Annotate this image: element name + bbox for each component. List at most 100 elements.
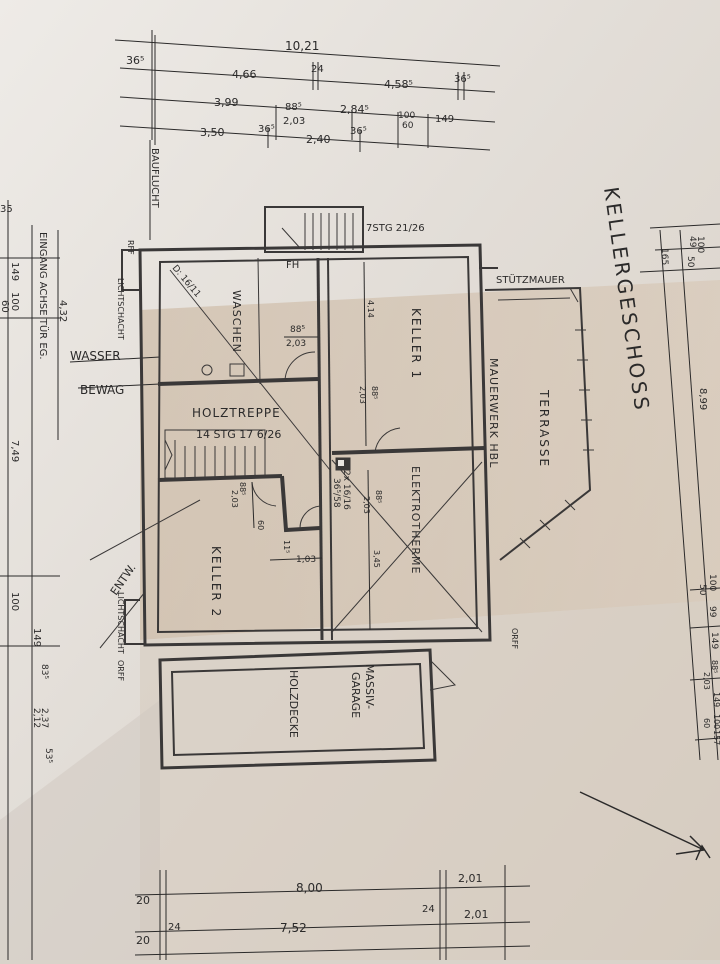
paper-edge-fold	[0, 700, 160, 960]
dim-bottom-2-01-b: 2,01	[464, 908, 489, 921]
dim-top-24: 24	[311, 64, 324, 75]
right-dimension-chains	[639, 223, 720, 761]
dim-left-53-5: 53⁵	[43, 748, 53, 763]
garage-outline	[158, 648, 457, 770]
dim-int-3-45: 3,45	[372, 550, 381, 568]
label-treppe-steps: 14 STG 17 6/26	[196, 428, 281, 441]
dim-int-88-5-b: 88⁵	[370, 386, 379, 399]
dim-right-165: 165	[659, 248, 669, 265]
dim-top-88-5: 88⁵	[285, 102, 302, 113]
label-bauflucht: BAUFLUCHT	[149, 148, 160, 209]
label-wasser: WASSER	[70, 349, 121, 363]
dim-bottom-24-b: 24	[422, 904, 435, 915]
room-diagonals	[89, 269, 483, 633]
label-bewag: BEWAG	[80, 383, 124, 397]
label-mauerwerk: MAUERWERK HBL	[487, 358, 500, 468]
label-eingang-achse: EINGANG ACHSE TÜR EG.	[37, 232, 50, 360]
dim-right-100: 100	[707, 574, 717, 591]
bottom-dimension-chains	[134, 865, 531, 960]
dim-fragment-top-left: 35	[0, 204, 13, 215]
dim-right-49: 49	[687, 236, 697, 248]
dim-bottom-8-00: 8,00	[296, 881, 323, 895]
dim-top-149: 149	[435, 114, 454, 125]
label-keller1: KELLER 1	[409, 308, 423, 380]
dim-int-88-5-c: 88⁵	[238, 482, 247, 495]
dim-int-2-03-c: 2,03	[230, 490, 239, 508]
terrasse-outline	[484, 286, 594, 561]
label-waschen: WASCHEN	[230, 290, 243, 353]
dim-left-7-49: 7,49	[9, 440, 20, 462]
holztreppe-stairs	[164, 429, 266, 479]
dim-right-157: 157	[712, 730, 720, 745]
dim-int-2x16: 2x 16/16	[341, 470, 351, 510]
dim-right-100-b: 100	[712, 714, 720, 729]
entrance-stair	[264, 206, 364, 253]
dim-bottom-2-01-a: 2,01	[458, 872, 483, 885]
dim-int-88-5-a: 88⁵	[290, 325, 305, 335]
utility-connection-lines	[69, 356, 161, 389]
dim-int-36-58: 36⁵/58	[331, 478, 341, 508]
lichtschacht-wells	[121, 249, 498, 645]
label-elektrotherme: ELEKTROTHERME	[409, 466, 422, 574]
label-holztreppe: HOLZTREPPE	[192, 406, 281, 420]
dim-bottom-24-a: 24	[168, 922, 181, 933]
label-rff-top: RFF	[126, 240, 135, 255]
label-terrasse: TERRASSE	[537, 389, 551, 468]
dim-right-99: 99	[707, 606, 717, 618]
dim-top-36-5-d: 36⁵	[350, 126, 367, 137]
dim-left-4-32: 4,32	[57, 300, 68, 322]
dim-right-50: 50	[697, 584, 707, 596]
left-dimension-chains	[0, 200, 60, 960]
dim-top-36-5-c: 36⁵	[258, 124, 275, 135]
dim-bottom-20-a: 20	[136, 894, 150, 907]
dim-top-60: 60	[402, 121, 414, 131]
dim-top-2-84-5: 2,84⁵	[340, 103, 369, 116]
dim-left-2-12: 2,12	[31, 708, 41, 728]
dim-int-11-5: 11⁵	[282, 540, 291, 553]
label-massivgarage-2: GARAGE	[349, 672, 362, 718]
north-arrow-icon	[579, 791, 711, 861]
utility-symbols	[201, 363, 351, 471]
label-massivgarage-1: MASSIV-	[363, 664, 376, 709]
dim-int-2-03-d: 2,03	[362, 496, 371, 514]
label-holzdecke: HOLZDECKE	[287, 670, 300, 738]
dim-bottom-7-52: 7,52	[280, 921, 307, 935]
dim-left-60: 60	[0, 300, 10, 313]
dim-left-149: 149	[9, 262, 20, 281]
dim-bottom-20-b: 20	[136, 934, 150, 947]
label-stuetzmauer: STÜTZMAUER	[496, 273, 565, 286]
dim-top-4-66: 4,66	[232, 68, 257, 81]
entw-arrow	[99, 591, 146, 649]
dim-right-100-top: 100	[695, 236, 705, 253]
label-fh: FH	[286, 260, 299, 271]
dim-right-8-99: 8,99	[697, 388, 708, 410]
interior-dim-lines	[251, 261, 371, 631]
dim-int-2-03-a: 2,03	[286, 339, 306, 349]
label-stg-top: 7STG 21/26	[366, 223, 425, 234]
dim-left-83-5: 83⁵	[39, 664, 49, 679]
dim-right-149: 149	[709, 632, 719, 649]
dim-right-88-5: 88⁵	[710, 660, 719, 673]
dim-top-2-40: 2,40	[306, 133, 331, 146]
top-dimension-chains	[114, 30, 501, 240]
dim-top-36-5-a: 36⁵	[126, 54, 144, 67]
dim-int-2-03-b: 2,03	[358, 386, 367, 404]
dim-right-60: 60	[702, 718, 711, 728]
paper-shadow-band	[140, 280, 720, 640]
paper-shadow-lower	[140, 600, 720, 960]
dim-top-4-58-5: 4,58⁵	[384, 78, 413, 91]
label-keller2: KELLER 2	[209, 546, 223, 618]
dim-int-4-14: 4,14	[366, 300, 375, 318]
dim-left-149-b: 149	[31, 628, 42, 647]
label-orff-bottom: ORFF	[116, 660, 125, 681]
dim-top-100: 100	[398, 111, 415, 121]
dim-left-2-37: 2,37	[39, 708, 49, 728]
dim-right-149-b: 149	[712, 692, 720, 707]
dim-int-88-5-d: 88⁵	[374, 490, 383, 503]
dim-top-36-5-b: 36⁵	[454, 74, 471, 85]
label-lichtschacht-top: LICHTSCHACHT	[116, 278, 125, 340]
dim-top-3-99: 3,99	[214, 96, 239, 109]
dim-left-100: 100	[9, 292, 20, 311]
